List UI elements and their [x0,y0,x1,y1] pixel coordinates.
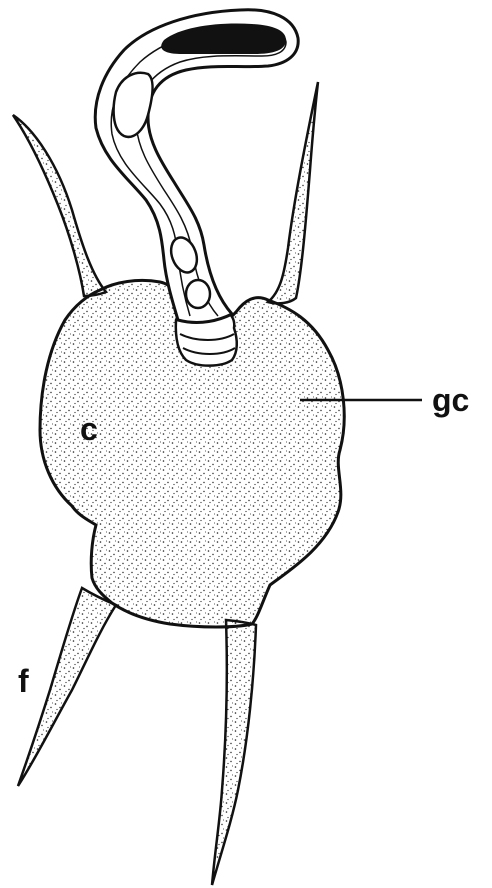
small-vacuole-2 [186,280,210,308]
upper-left-spine [13,115,106,296]
label-c: c [80,411,98,447]
upper-right-spine [268,82,318,303]
lower-left-flagellum [18,588,116,786]
label-gc: gc [432,382,469,418]
hooked-tube [95,10,298,323]
label-f: f [18,663,29,699]
lower-right-flagellum [212,620,256,885]
